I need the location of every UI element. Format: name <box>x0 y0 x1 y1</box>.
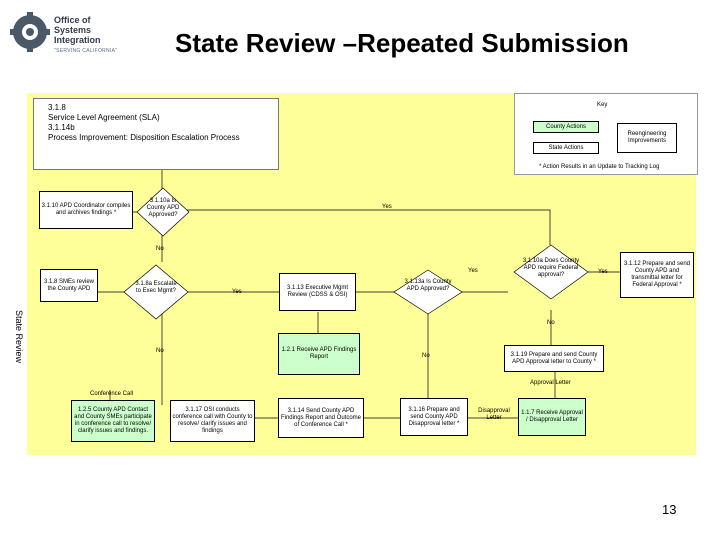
decision-3-1-10a-federal: 3.1.10a Does County APD require Federal … <box>522 258 580 278</box>
step-3-1-8: 3.1.8 SMEs review the County APD <box>40 269 98 302</box>
step-3-1-10: 3.1.10 APD Coordinator compiles and arch… <box>39 191 133 229</box>
label-disapproval-letter: Disapproval Letter <box>478 408 510 421</box>
decision-diamond <box>513 244 589 300</box>
logo-tagline: "SERVING CALIFORNIA" <box>54 48 118 54</box>
label-yes: Yes <box>598 269 608 275</box>
step-3-1-12: 3.1.12 Prepare and send County APD and t… <box>620 252 694 298</box>
label-no: No <box>547 320 555 326</box>
decision-diamond <box>123 264 189 320</box>
label-no: No <box>156 348 164 354</box>
decision-diamond <box>136 187 190 237</box>
decision-3-1-8a: 3.1.8a Escalate to Exec Mgmt? <box>135 281 177 294</box>
page-number: 13 <box>662 502 677 517</box>
decision-3-1-10a: 3.1.10a Is County APD Approved? <box>146 198 180 218</box>
step-3-1-14: 3.1.14 Send County APD Findings Report a… <box>278 398 364 438</box>
label-yes: Yes <box>232 289 242 295</box>
step-1-2-5: 1.2.5 County APD Contact and County SMEs… <box>71 400 155 442</box>
gear-logo-icon <box>10 12 50 52</box>
label-no: No <box>156 246 164 252</box>
page-title: State Review –Repeated Submission <box>175 28 629 58</box>
step-3-1-16: 3.1.16 Prepare and send County APD Disap… <box>400 398 468 436</box>
decision-3-1-13a: 3.1.13a Is County APD Approved? <box>404 279 452 292</box>
label-yes: Yes <box>382 204 392 210</box>
legend-key: Key County Actions State Actions Reengin… <box>514 93 698 175</box>
osi-logo: Office of Systems Integration "SERVING C… <box>10 12 150 56</box>
step-3-1-17: 3.1.17 OSI conducts conference call with… <box>170 400 255 442</box>
step-3-1-13: 3.1.13 Executive Mgmt Review (CDSS & OSI… <box>279 273 356 311</box>
label-no: No <box>422 353 430 359</box>
logo-wordmark: Office of Systems Integration <box>54 15 101 45</box>
decision-diamond <box>393 269 463 315</box>
key-county-actions: County Actions <box>533 121 599 133</box>
key-title: Key <box>597 102 608 108</box>
step-3-1-19: 3.1.19 Prepare and send County APD Appro… <box>504 345 604 372</box>
step-1-2-1: 1.2.1 Receive APD Findings Report <box>278 333 360 375</box>
step-1-1-7: 1.1.7 Receive Approval / Disapproval Let… <box>518 398 586 436</box>
key-reengineering: Reengineering Improvements <box>617 123 677 153</box>
key-note: * Action Results in an Update to Trackin… <box>539 164 660 170</box>
reference-box: 3.1.8 Service Level Agreement (SLA) 3.1.… <box>33 98 279 170</box>
label-yes: Yes <box>468 268 478 274</box>
label-conference-call: Conference Call <box>90 391 134 397</box>
label-approval-letter: Approval Letter <box>530 380 571 386</box>
key-state-actions: State Actions <box>533 142 599 154</box>
